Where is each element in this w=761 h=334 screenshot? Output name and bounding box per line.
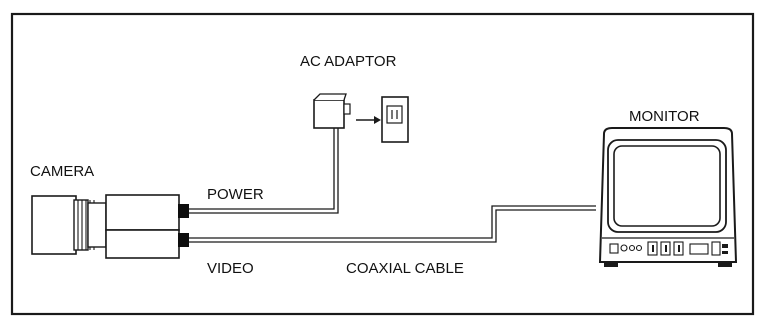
adaptor-body xyxy=(313,99,345,129)
coaxial-cable xyxy=(189,205,596,243)
ac-adaptor-label: AC ADAPTOR xyxy=(300,53,397,70)
camera xyxy=(31,194,189,259)
adaptor-prongs xyxy=(343,103,351,115)
camera-label: CAMERA xyxy=(30,163,94,180)
monitor-control-marks xyxy=(652,244,728,254)
power-label: POWER xyxy=(207,186,264,203)
monitor-foot-right xyxy=(718,262,732,267)
right-arrow-icon xyxy=(356,116,381,124)
monitor-foot-left xyxy=(604,262,618,267)
wall-outlet-icon xyxy=(381,96,409,143)
camera-mount xyxy=(87,202,107,248)
video-connector xyxy=(178,233,189,247)
diagram-frame xyxy=(10,12,755,316)
video-label: VIDEO xyxy=(207,260,254,277)
monitor-screen xyxy=(613,145,721,227)
power-cable xyxy=(189,128,339,214)
coaxial-cable-label: COAXIAL CABLE xyxy=(346,260,464,277)
power-connector xyxy=(178,204,189,218)
adaptor-top xyxy=(313,93,347,101)
camera-lens-hood xyxy=(31,195,77,255)
camera-body-upper xyxy=(105,194,180,231)
monitor-label: MONITOR xyxy=(629,108,700,125)
camera-body-lower xyxy=(105,229,180,259)
ac-adaptor xyxy=(313,93,351,129)
monitor xyxy=(598,127,738,267)
